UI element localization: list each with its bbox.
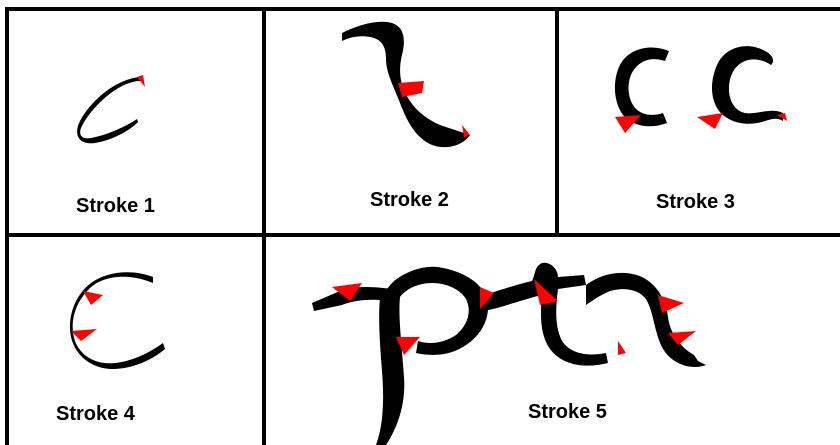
stroke-3-ink-second-c [712, 46, 783, 124]
stroke-1-label: Stroke 1 [76, 195, 155, 218]
stroke-5-marker-7 [618, 341, 626, 355]
panel-stroke-4: Stroke 4 [9, 237, 262, 445]
stroke-1-ink [77, 77, 140, 143]
panel-stroke-5: Stroke 5 [266, 237, 840, 445]
stroke-2-marker-1 [398, 81, 424, 97]
stroke-4-marker-2 [71, 329, 97, 341]
stroke-5-ink-a [586, 273, 706, 367]
stroke-5-ink-t [478, 263, 608, 366]
stroke-3-marker-2 [697, 113, 723, 129]
panel-stroke-3: Stroke 3 [559, 11, 840, 233]
stroke-5-marker-5 [658, 295, 684, 313]
stroke-4-glyph [9, 237, 262, 445]
panel-stroke-2: Stroke 2 [266, 11, 555, 233]
stroke-4-marker-1 [83, 291, 103, 305]
stroke-4-ink [70, 272, 165, 369]
stroke-3-ink-first-c [615, 48, 669, 127]
stroke-2-label: Stroke 2 [370, 189, 449, 212]
stroke-4-label: Stroke 4 [56, 403, 135, 426]
stroke-3-label: Stroke 3 [656, 191, 735, 214]
stroke-5-label: Stroke 5 [528, 401, 607, 424]
panel-stroke-1: Stroke 1 [9, 11, 262, 233]
stroke-5-ink-p [376, 267, 488, 445]
